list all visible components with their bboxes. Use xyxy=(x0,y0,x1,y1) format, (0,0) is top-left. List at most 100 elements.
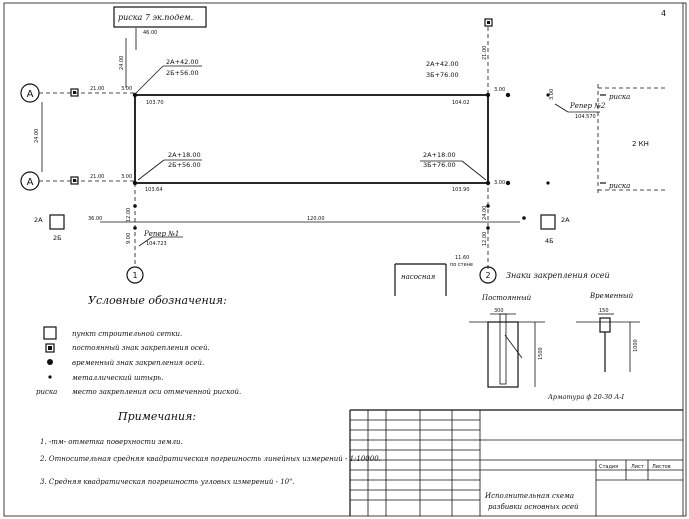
dim-right-bottom-v: 24.00 xyxy=(482,206,488,220)
building-2kn-label: 2 КН xyxy=(632,140,649,148)
dim-top-permanent: 300 xyxy=(494,308,504,314)
note-box-value: 46.00 xyxy=(143,30,157,36)
reper1-value: 104.723 xyxy=(146,241,167,247)
title-block-caption-2: разбивки основных осей xyxy=(488,503,579,511)
page-number: 4 xyxy=(661,9,666,18)
metal-pin-axis1-a xyxy=(133,204,137,208)
mark-bl-top: 2А+18.00 xyxy=(168,151,201,159)
legend-grid-point-icon xyxy=(43,326,57,340)
axis-label-1: 1 xyxy=(132,271,137,280)
reper2-value: 104.570 xyxy=(575,114,596,120)
mark-br-bottom: 3Б+76.00 xyxy=(423,161,456,169)
wall-note-value: 11.60 xyxy=(455,255,469,261)
grid-left-bottom-label: 2Б xyxy=(53,234,62,242)
legend-permanent-sign-icon-inner xyxy=(48,346,52,350)
grid-point-right-2a xyxy=(540,214,556,230)
elev-br: 103.90 xyxy=(452,187,470,193)
dim-bottom-left-v1: 12.00 xyxy=(126,208,132,222)
notes-item-1: 1. -тм- отметка поверхности земли. xyxy=(40,438,183,446)
risk-label-top: риска xyxy=(609,93,630,101)
legend-permanent-sign-icon xyxy=(45,343,55,353)
grid-right-top-label: 2А xyxy=(561,216,570,224)
mark-tr-bottom: 3Б+76.00 xyxy=(426,71,459,79)
permanent-sign-pit xyxy=(487,321,519,388)
temp-sign-right-bottom xyxy=(522,216,526,220)
dim-top-h-left: 21.00 xyxy=(90,86,104,92)
metal-pin-tr xyxy=(485,92,491,98)
legend-item-2: постоянный знак закрепления осей. xyxy=(72,344,210,352)
signs-title: Знаки закрепления осей xyxy=(506,271,610,280)
dim-left-v-mid: 24.00 xyxy=(34,129,40,143)
reinforcement-note: Арматура ф 20-30 А-I xyxy=(547,393,624,401)
leader-bl xyxy=(137,159,165,181)
axis-bubble-1 xyxy=(126,266,144,284)
dim-span-bottom: 120.00 xyxy=(307,216,325,222)
axis-label-a-bottom: А xyxy=(27,177,34,188)
reper1-label: Репер №1 xyxy=(143,230,179,238)
temporary-sign-stake xyxy=(599,317,611,333)
risk-label-bottom: риска xyxy=(609,182,630,190)
metal-pin-axis1-b xyxy=(133,226,137,230)
title-block-col-2-label: Лист xyxy=(631,464,644,470)
grid-point-top-right-inner xyxy=(487,21,490,24)
reper2-label: Репер №2 xyxy=(569,102,606,110)
corner-bl-dim: 3.00 xyxy=(121,174,132,180)
dim-far-right-v: 3.00 xyxy=(549,89,555,100)
grid-right-bottom-label: 4Б xyxy=(545,237,554,245)
grid-point-top-right xyxy=(484,18,493,27)
notes-item-2: 2. Относительная средняя квадратическая … xyxy=(39,455,381,463)
dim-left-bottom-h: 36.00 xyxy=(88,216,102,222)
grid-point-bottom-left-inner xyxy=(73,179,76,182)
permanent-sign-brace xyxy=(504,334,523,359)
mark-tl-top: 2А+42.00 xyxy=(166,58,199,66)
metal-pin-br xyxy=(485,180,491,186)
sheet-frame xyxy=(3,2,687,517)
dim-depth-temporary: 1000 xyxy=(633,339,639,352)
legend-item-4: металлический штырь. xyxy=(72,374,164,382)
elev-tl: 103.70 xyxy=(146,100,164,106)
legend-item-1: пункт строительной сетки. xyxy=(72,330,182,338)
dim-bottom-left-v2: 9.00 xyxy=(126,233,132,244)
title-block: Стадия Лист Листов Исполнительная схема … xyxy=(349,409,683,516)
grid-point-top-left xyxy=(70,88,79,97)
metal-pin-axis2-a xyxy=(486,204,490,208)
corner-br-dim: 3.00 xyxy=(494,180,505,186)
metal-pin-axis2-b xyxy=(486,226,490,230)
title-block-caption-1: Исполнительная схема xyxy=(484,492,574,500)
wall-note-text: по стене xyxy=(450,262,473,268)
permanent-sign-post xyxy=(499,313,507,385)
legend-title: Условные обозначения: xyxy=(88,294,227,307)
notes-item-3: 3. Средняя квадратическая погрешность уг… xyxy=(40,478,295,486)
legend-risk-word: риска xyxy=(36,388,57,396)
corner-tl-dim: 3.00 xyxy=(121,86,132,92)
title-block-col-1-label: Стадия xyxy=(599,464,618,470)
note-box xyxy=(113,6,207,28)
dim-left-v-top: 24.00 xyxy=(119,56,125,70)
temp-sign-br xyxy=(505,180,511,186)
grid-point-left-2a xyxy=(49,214,65,230)
temp-sign-tr xyxy=(505,92,511,98)
elev-bl: 103.64 xyxy=(145,187,163,193)
metal-pin-right-bottom xyxy=(546,181,550,185)
legend-metal-pin-icon xyxy=(48,375,52,379)
mark-bl-bottom: 2Б+56.00 xyxy=(168,161,201,169)
mark-tr-top: 2А+42.00 xyxy=(426,60,459,68)
metal-pin-right-top xyxy=(546,93,550,97)
grid-point-top-left-inner xyxy=(73,91,76,94)
pump-house-label: насосная xyxy=(401,273,436,281)
signs-permanent: Постоянный xyxy=(481,294,532,302)
note-box-text: риска 7 эк.подем. xyxy=(118,13,193,22)
building-outline xyxy=(134,94,489,184)
reper2-leader xyxy=(554,103,569,113)
elev-tr: 104.02 xyxy=(452,100,470,106)
dim-right-top-v: 21.00 xyxy=(482,46,488,60)
legend-temporary-sign-icon xyxy=(47,359,53,365)
dim-depth-permanent: 1500 xyxy=(538,347,544,360)
title-block-col-3-label: Листов xyxy=(652,464,671,470)
metal-pin-tl xyxy=(132,92,138,98)
legend-item-3: временный знак закрепления осей. xyxy=(72,359,204,367)
grid-point-bottom-left xyxy=(70,176,79,185)
notes-title: Примечания: xyxy=(117,410,196,423)
corner-tr-dim: 3.00 xyxy=(494,87,505,93)
